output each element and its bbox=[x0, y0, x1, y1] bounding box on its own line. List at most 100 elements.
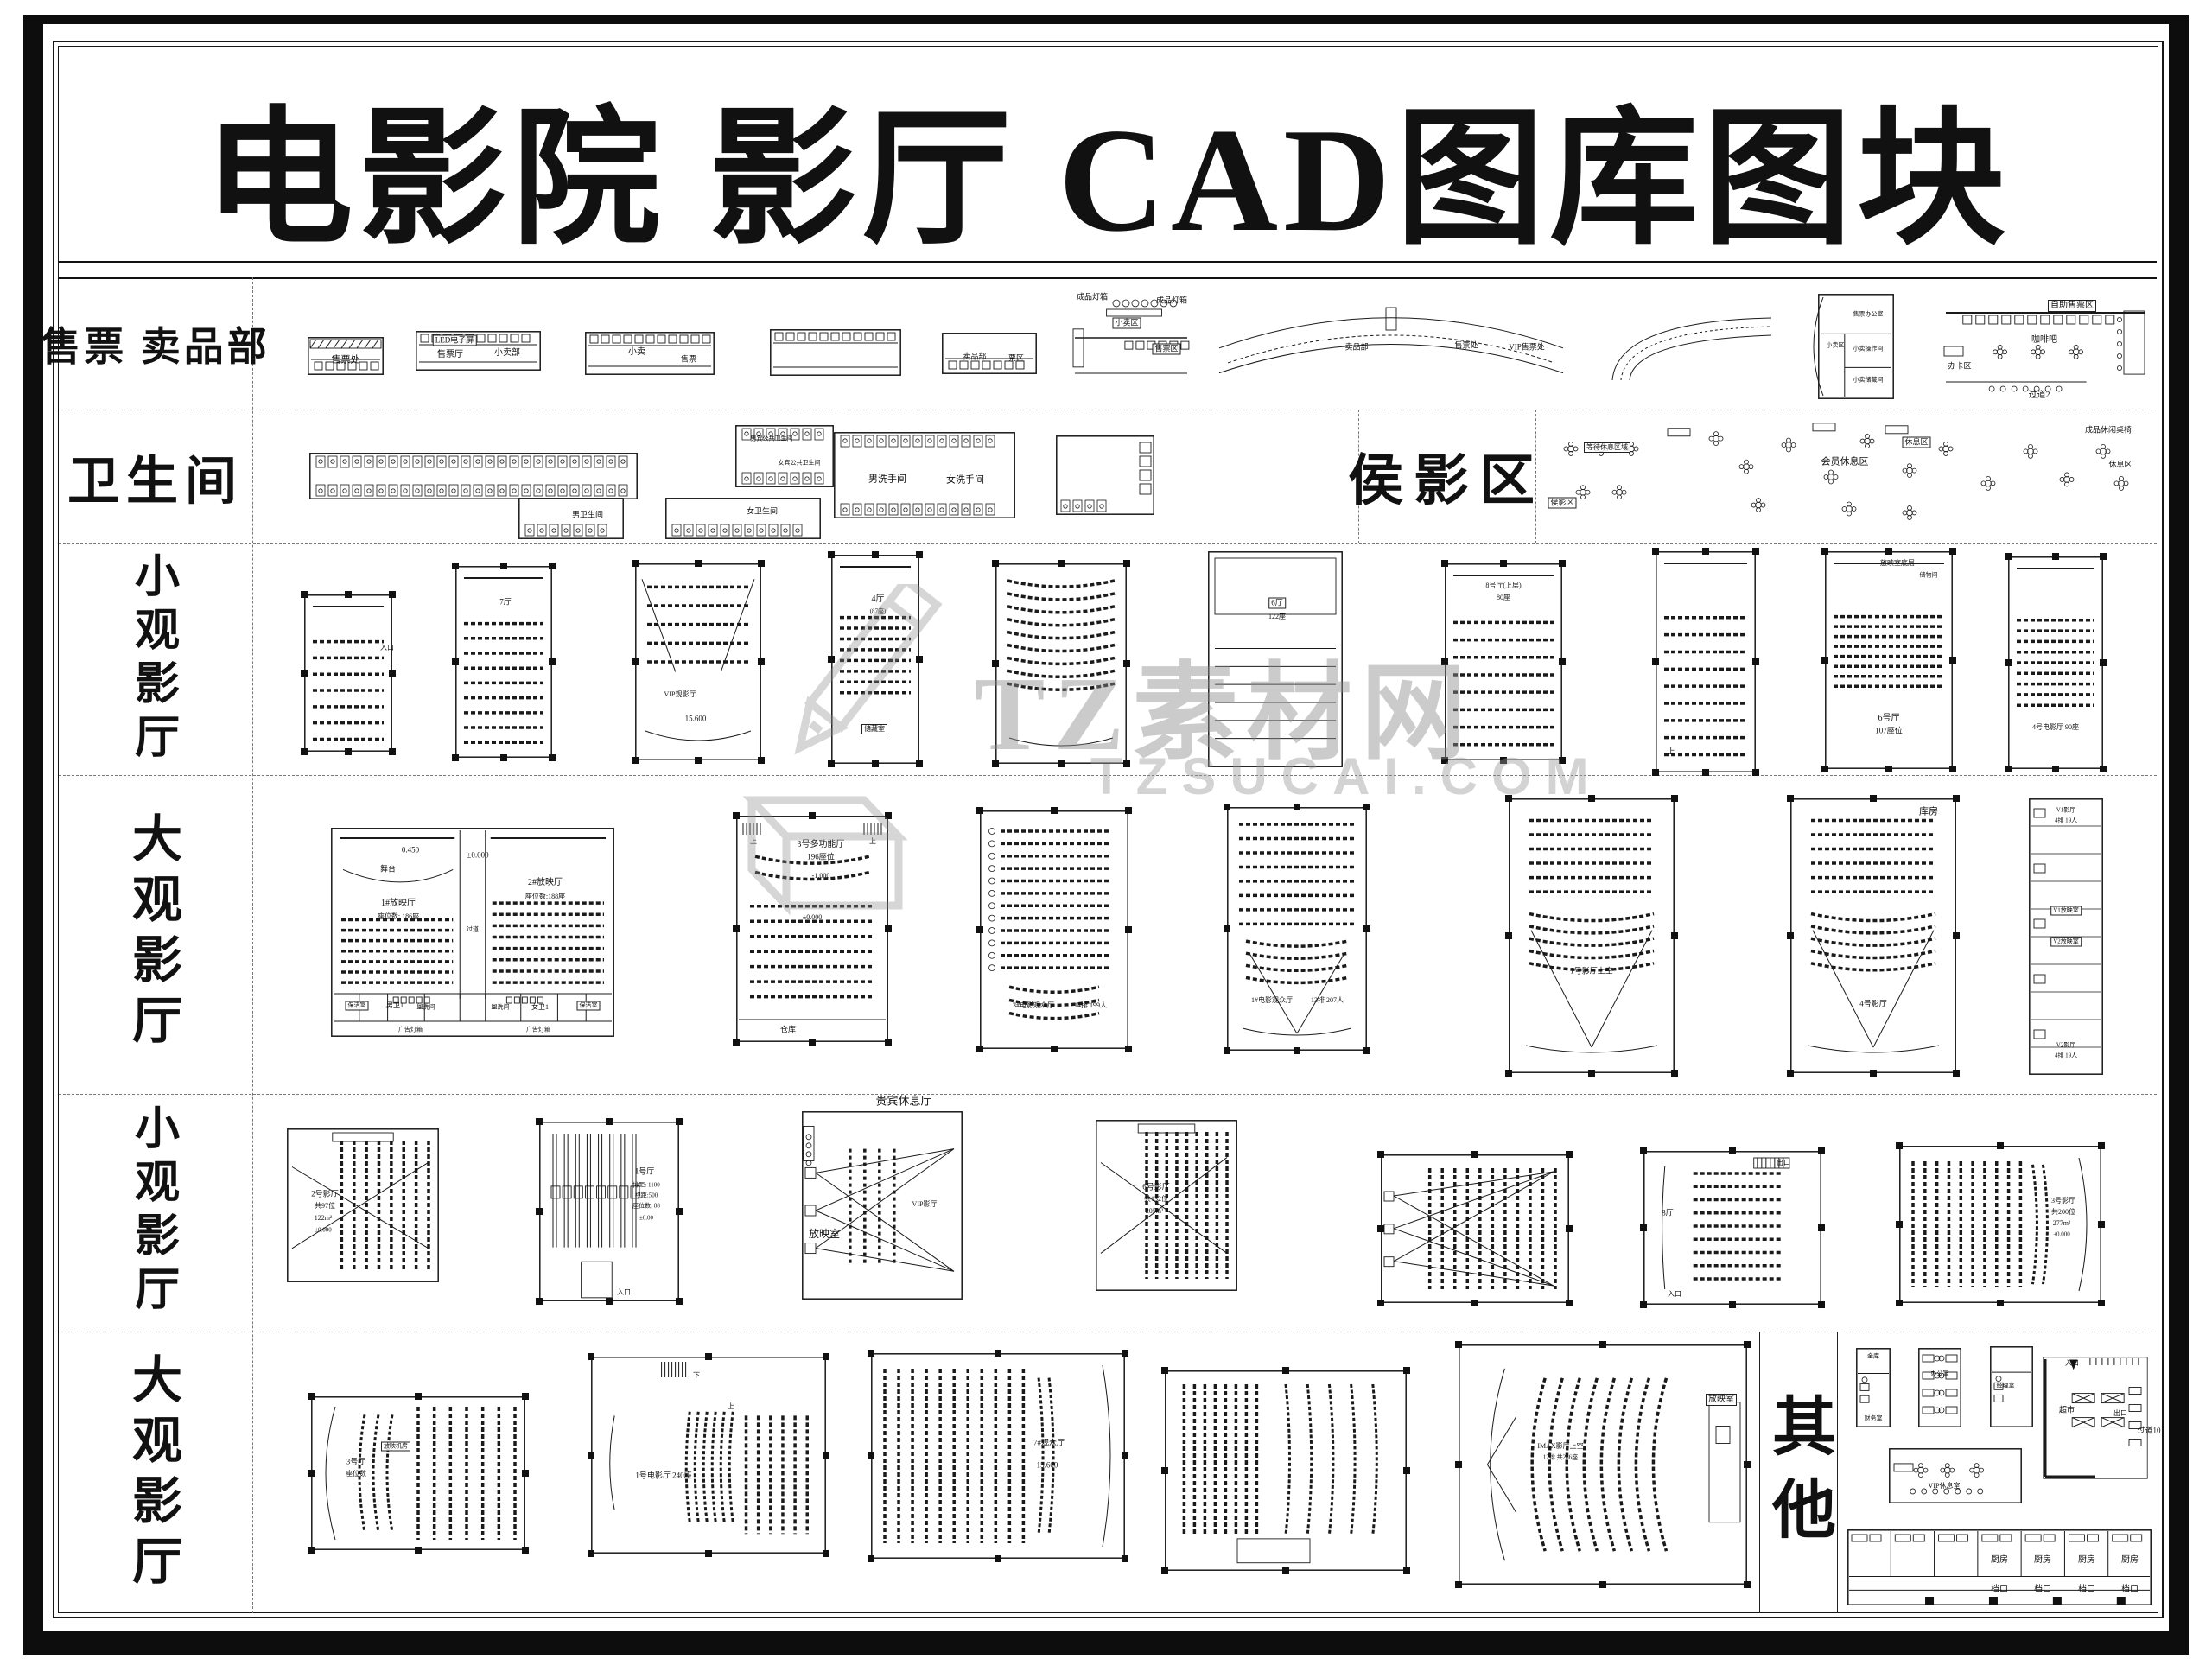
hall-8-plan: 8厅出口入口 bbox=[1640, 1147, 1825, 1308]
drawing-label: 座位数:188座 bbox=[524, 893, 566, 900]
drawing-label: 共132位 bbox=[1144, 1195, 1168, 1203]
sightline-hall bbox=[1377, 1151, 1573, 1306]
drawing-label: 座位数: 88 bbox=[632, 1202, 660, 1210]
cinema-1-240: 1号电影厅 240座 下上 bbox=[588, 1353, 830, 1557]
drawing-label: 厨房 bbox=[2034, 1555, 2051, 1565]
drawing-label: VIP售票处 bbox=[1509, 342, 1545, 352]
drawing-label: 票区 bbox=[1007, 353, 1025, 363]
drawing-label: 上 bbox=[1667, 747, 1675, 756]
long-toilet-plan bbox=[309, 453, 638, 499]
drawing-label: 盥洗间 bbox=[416, 1003, 435, 1011]
drawing-label: 女宾公共卫生间 bbox=[778, 459, 821, 467]
row-divider bbox=[59, 543, 2157, 544]
drawing-label: 1号电影厅 240座 bbox=[635, 1471, 692, 1480]
drawing-label: 经理室 bbox=[1996, 1382, 2015, 1389]
drawing-label: 会员休息区 bbox=[1821, 456, 1869, 467]
lightbox-counter-plan: 成品灯箱成品灯箱小卖区售票区 bbox=[1070, 292, 1192, 380]
drawing-label: ±0.000 bbox=[802, 913, 823, 921]
drawing-label: 休息区 bbox=[2108, 460, 2133, 469]
mens-toilet-plan: 男卫生间 bbox=[518, 498, 624, 539]
drawing-label: 4排 19人 bbox=[2054, 817, 2078, 824]
outer-border bbox=[23, 15, 2189, 1655]
drawing-label: 库房 bbox=[1919, 806, 1938, 817]
drawing-label: 3#电影观众厅 bbox=[1013, 1001, 1054, 1009]
drawing-label: 舞台 bbox=[379, 864, 397, 874]
drawing-label: 厨房 bbox=[2078, 1555, 2095, 1565]
drawing-label: 成品灯箱 bbox=[1155, 296, 1188, 305]
drawing-label: 保洁室 bbox=[576, 1001, 601, 1011]
drawing-label: 过道 bbox=[467, 925, 479, 933]
drawing-label: 档口 bbox=[2121, 1585, 2139, 1594]
drawing-label: 咖啡吧 bbox=[2031, 335, 2057, 345]
drawing-label: (87座) bbox=[869, 607, 887, 615]
drawing-label: 放映室底层 bbox=[1880, 559, 1915, 567]
drawing-label: VIP休息室 bbox=[1928, 1482, 1961, 1490]
drawing-label: 女洗手间 bbox=[946, 474, 984, 486]
drawing-label: 男宾公共卫生间 bbox=[750, 435, 793, 442]
drawing-label: 成品休闲桌椅 bbox=[2084, 425, 2133, 435]
drawing-label: 成品灯箱 bbox=[1076, 292, 1109, 302]
hall-1-airspace: 1号影厅上空 bbox=[1505, 795, 1678, 1077]
drawing-label: 入口 bbox=[1668, 1290, 1681, 1298]
long-counter-plan bbox=[770, 329, 901, 376]
drawing-label: 男卫1 bbox=[386, 1001, 404, 1009]
drawing-label: 2#放映厅 bbox=[528, 878, 563, 887]
drawing-label: 放映室 bbox=[808, 1228, 841, 1240]
drawing-label: 卖品部 bbox=[1344, 342, 1369, 352]
drawing-label: 超市 bbox=[2058, 1405, 2075, 1414]
drawing-label: 12排 共286座 bbox=[1542, 1453, 1579, 1461]
drawing-label: 4号电影厅 90座 bbox=[2032, 723, 2079, 731]
small-hall-entry: 入口 bbox=[301, 591, 396, 755]
drawing-label: 共200位 bbox=[2051, 1208, 2075, 1216]
inner-border-inner-line bbox=[58, 46, 2158, 1613]
drawing-label: 上 bbox=[728, 1402, 734, 1410]
drawing-label: 122座 bbox=[1268, 613, 1286, 620]
drawing-label: 财务室 bbox=[1864, 1414, 1883, 1422]
drawing-label: 80座 bbox=[1497, 594, 1510, 601]
sales-counter-plan: 卖品部票区 bbox=[942, 333, 1037, 374]
vip-rest-room-plan: VIP休息室 bbox=[1889, 1448, 2022, 1503]
public-toilet-plan: 男宾公共卫生间女宾公共卫生间 bbox=[735, 425, 834, 487]
drawing-label: 0.450 bbox=[401, 845, 420, 855]
drawing-label: 共97位 bbox=[315, 1202, 335, 1210]
drawing-label: 小卖区 bbox=[1826, 341, 1845, 349]
drawing-label: V2放映室 bbox=[2050, 937, 2082, 947]
drawing-label: 保洁室 bbox=[345, 1001, 369, 1011]
drawing-label: ±0.00 bbox=[639, 1214, 654, 1222]
section-label-waiting-area: 侯影区 bbox=[1348, 450, 1545, 512]
section-label-restroom: 卫生间 bbox=[67, 453, 244, 511]
drawing-label: 277m² bbox=[2052, 1219, 2071, 1227]
hall-3-large: 3号厅座位数放映机房 bbox=[308, 1393, 529, 1554]
drawing-label: 小卖部 bbox=[494, 348, 520, 358]
drawing-label: 休息区 bbox=[1902, 436, 1931, 448]
label-column-divider bbox=[252, 277, 253, 1613]
row-divider bbox=[59, 775, 2157, 776]
drawing-label: 侯影区 bbox=[1548, 497, 1577, 509]
sheet-title: 电影院 影厅 CAD图库图块 bbox=[204, 99, 2012, 263]
drawing-label: 厨房 bbox=[1991, 1555, 2008, 1565]
supermarket-plan: 入口超市出口 bbox=[2043, 1357, 2148, 1479]
drawing-label: 下 bbox=[693, 1371, 700, 1379]
drawing-label: 自助售票区 bbox=[2048, 300, 2096, 312]
drawing-label: 小卖 bbox=[628, 347, 645, 357]
drawing-label: 放映机房 bbox=[381, 1441, 410, 1452]
cinema-4-90: 4号电影厅 90座 bbox=[2005, 553, 2107, 772]
kitchen-stalls-plan: 厨房厨房厨房厨房档口档口档口档口 bbox=[1847, 1529, 2152, 1605]
drawing-label: 4厅 bbox=[871, 594, 885, 604]
hall-4: 4厅(87座)储藏室 bbox=[828, 551, 923, 767]
drawing-label: 售票 bbox=[680, 354, 697, 364]
drawing-label: 女卫1 bbox=[531, 1003, 549, 1011]
waiting-cell-divider bbox=[1358, 410, 1359, 543]
drawing-label: 厨房 bbox=[2121, 1555, 2139, 1565]
